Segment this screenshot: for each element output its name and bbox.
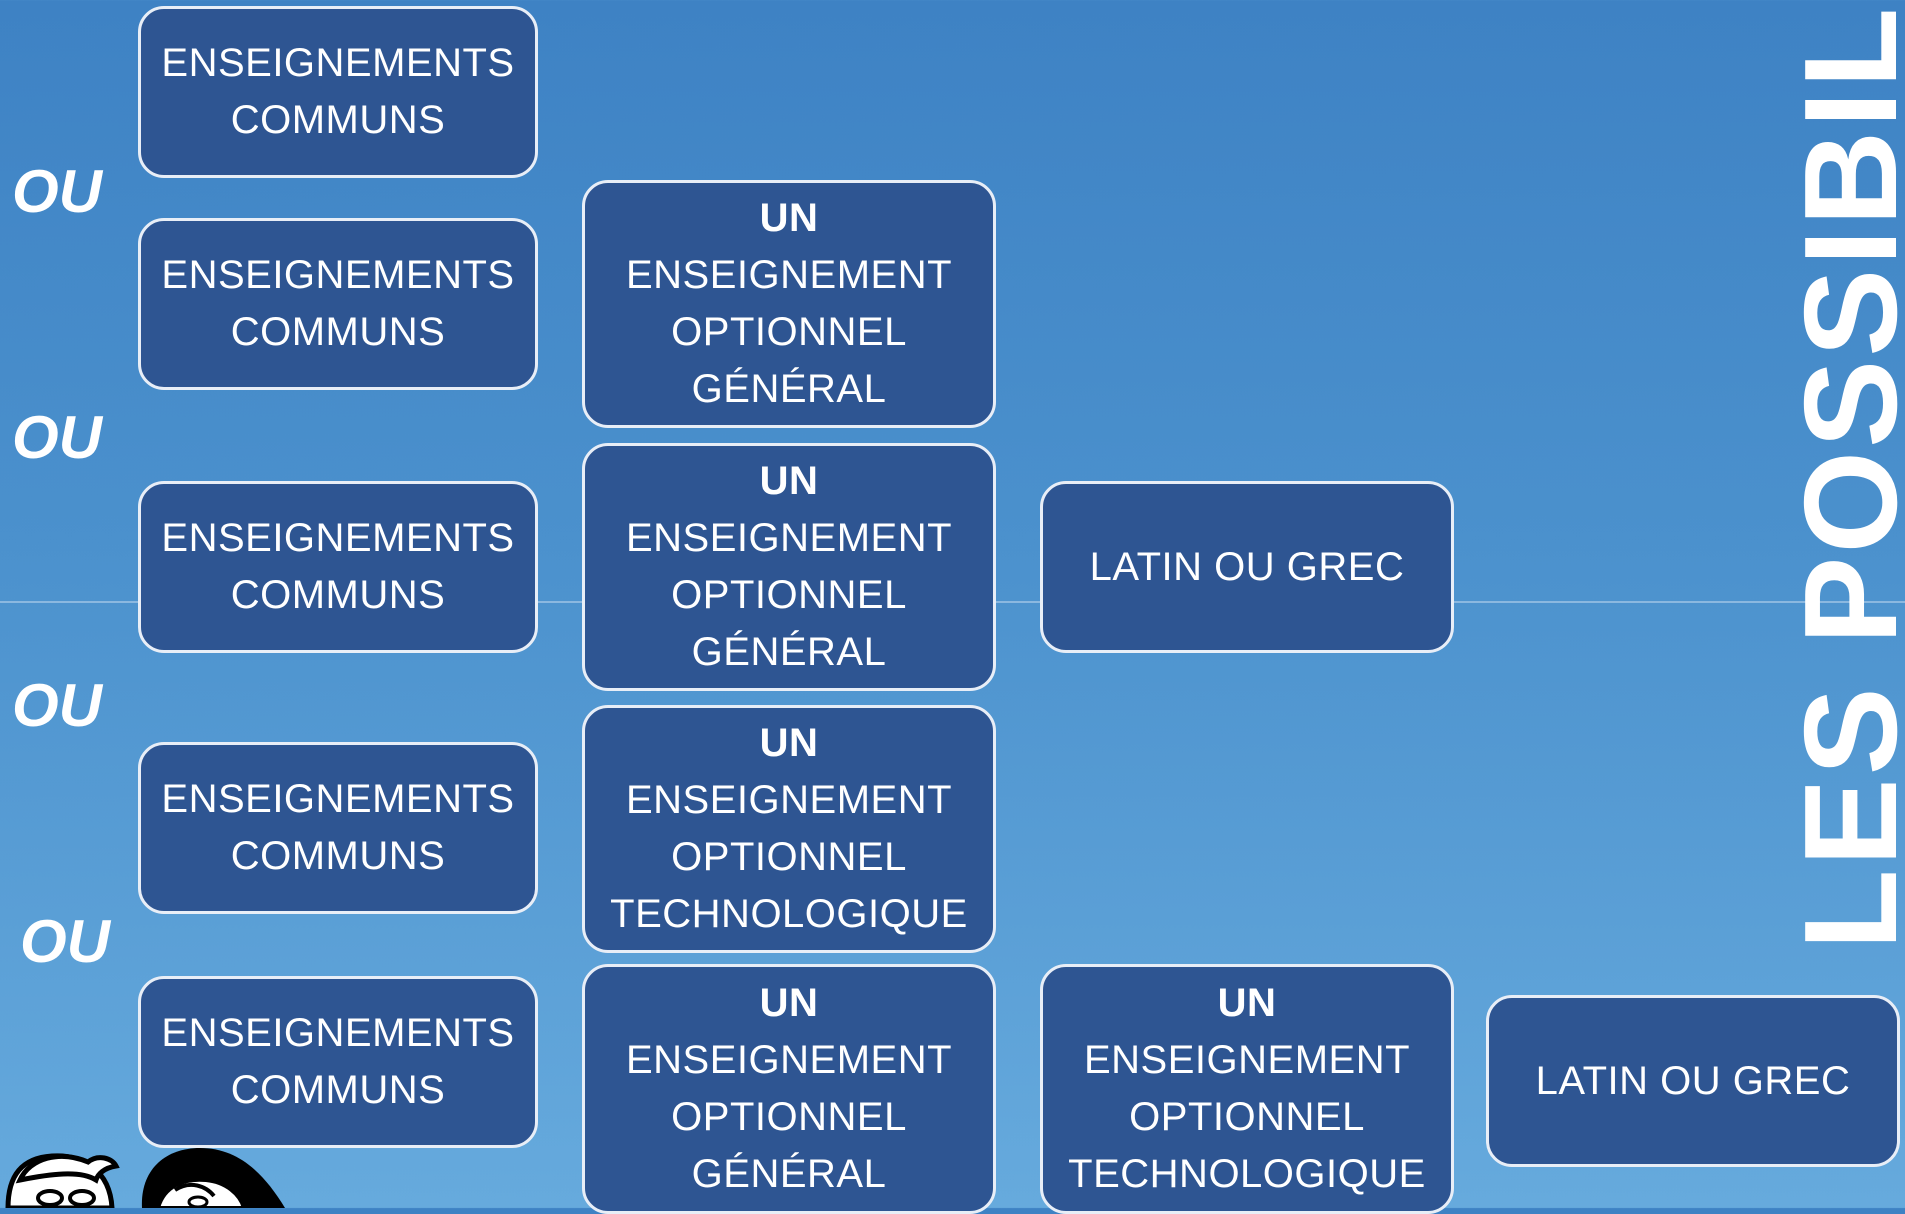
optional-general-box-row-3: UN ENSEIGNEMENT OPTIONNEL GÉNÉRAL [582, 443, 996, 691]
optional-general-box-row-2: UN ENSEIGNEMENT OPTIONNEL GÉNÉRAL [582, 180, 996, 428]
latin-greek-box-row-5: LATIN OU GREC [1486, 995, 1900, 1167]
box-line: ENSEIGNEMENTS [161, 1011, 515, 1055]
girl-avatar-icon [141, 1148, 285, 1208]
box-line-bold: UN [759, 721, 819, 765]
box-line: COMMUNS [230, 1068, 446, 1112]
box-line-bold: UN [1217, 981, 1277, 1025]
box-line: OPTIONNEL [671, 1095, 907, 1139]
boy-avatar-icon [5, 1153, 120, 1208]
box-line: TECHNOLOGIQUE [610, 892, 968, 936]
separator-ou-2: OU [12, 404, 102, 471]
separator-ou-1: OU [12, 158, 102, 225]
box-line: GÉNÉRAL [691, 367, 887, 411]
box-line-bold: UN [759, 981, 819, 1025]
box-line: GÉNÉRAL [691, 1152, 887, 1196]
box-line: TECHNOLOGIQUE [1068, 1152, 1426, 1196]
box-line: ENSEIGNEMENT [1083, 1038, 1411, 1082]
box-line: OPTIONNEL [671, 310, 907, 354]
commons-box-row-2: ENSEIGNEMENTS COMMUNS [138, 218, 538, 390]
box-line: COMMUNS [230, 310, 446, 354]
commons-box-row-1: ENSEIGNEMENTS COMMUNS [138, 6, 538, 178]
page-title: LES POSSIBILITÉS [1777, 0, 1905, 950]
box-line: ENSEIGNEMENTS [161, 777, 515, 821]
box-line: COMMUNS [230, 834, 446, 878]
optional-technological-box-row-5: UN ENSEIGNEMENT OPTIONNEL TECHNOLOGIQUE [1040, 964, 1454, 1214]
separator-ou-4: OU [20, 908, 110, 975]
box-line: ENSEIGNEMENT [625, 253, 953, 297]
separator-ou-3: OU [12, 672, 102, 739]
box-line: ENSEIGNEMENT [625, 516, 953, 560]
box-line: LATIN OU GREC [1535, 1058, 1851, 1103]
box-line: ENSEIGNEMENTS [161, 253, 515, 297]
box-line: GÉNÉRAL [691, 630, 887, 674]
box-line-bold: UN [759, 459, 819, 503]
commons-box-row-5: ENSEIGNEMENTS COMMUNS [138, 976, 538, 1148]
commons-box-row-4: ENSEIGNEMENTS COMMUNS [138, 742, 538, 914]
optional-general-box-row-5: UN ENSEIGNEMENT OPTIONNEL GÉNÉRAL [582, 964, 996, 1214]
box-line: OPTIONNEL [671, 835, 907, 879]
box-line: ENSEIGNEMENT [625, 1038, 953, 1082]
box-line: ENSEIGNEMENT [625, 778, 953, 822]
box-line: COMMUNS [230, 98, 446, 142]
box-line: OPTIONNEL [671, 573, 907, 617]
box-line-bold: UN [759, 196, 819, 240]
box-line: ENSEIGNEMENTS [161, 41, 515, 85]
box-line: LATIN OU GREC [1089, 544, 1405, 589]
latin-greek-box-row-3: LATIN OU GREC [1040, 481, 1454, 653]
students-illustration [5, 1148, 285, 1208]
commons-box-row-3: ENSEIGNEMENTS COMMUNS [138, 481, 538, 653]
box-line: COMMUNS [230, 573, 446, 617]
box-line: ENSEIGNEMENTS [161, 516, 515, 560]
optional-technological-box-row-4: UN ENSEIGNEMENT OPTIONNEL TECHNOLOGIQUE [582, 705, 996, 953]
box-line: OPTIONNEL [1129, 1095, 1365, 1139]
